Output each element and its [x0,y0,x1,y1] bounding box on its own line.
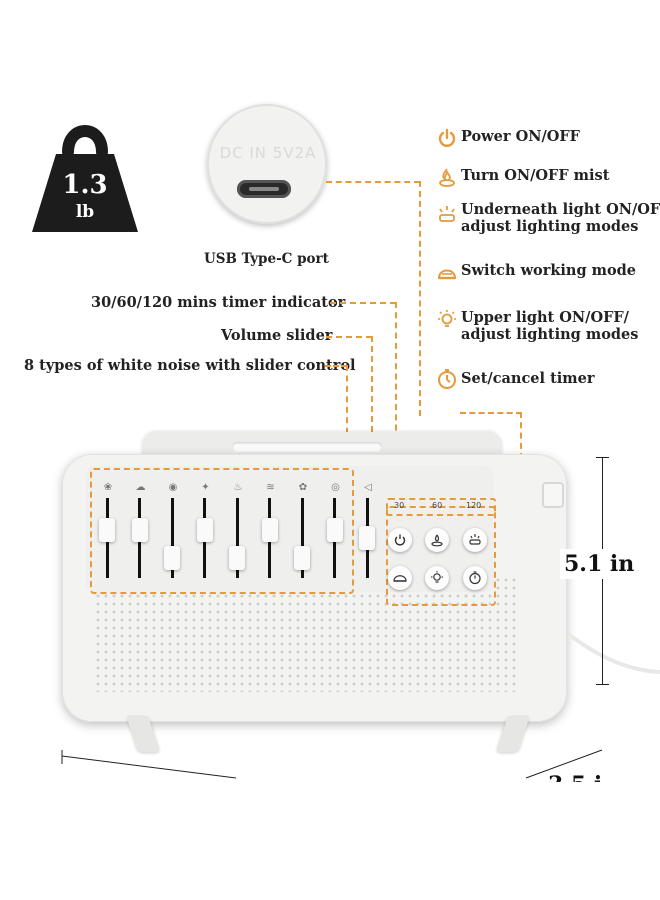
working-mode-button[interactable] [388,566,412,590]
usb-c-contact [249,187,279,191]
volume-slider-label: Volume slider [221,327,333,344]
leader-volume-h [326,336,372,338]
mist-button-icon [431,534,443,547]
feature-mist-label: Turn ON/OFF mist [461,167,610,184]
usb-port-closeup: DC IN 5V2A [207,104,327,224]
upper-light-icon [438,310,456,327]
sound-slider-track [170,498,174,578]
power-cord [566,632,660,674]
feature-underneath-light-label-line2: adjust lighting modes [461,218,639,235]
sound-slider-knob[interactable] [131,517,148,542]
width-dimension-label: 3.5 i [548,774,602,782]
fire-icon: ♨ [233,482,243,493]
port-embossed-text: DC IN 5V2A [219,144,317,162]
leader-noise-v [346,365,348,465]
feature-underneath-light-label-line1: Underneath light ON/OFF/ [461,201,660,218]
sound-slider-knob[interactable] [229,545,245,570]
sound-slider-knob[interactable] [99,517,115,542]
leader-port-h [326,181,420,183]
sound-slider-knob[interactable] [326,517,343,542]
speaker-grille [94,576,518,692]
height-dimension-label: 5.1 in [560,549,639,579]
bird-icon: ✦ [201,482,210,493]
underneath-light-button-icon [469,534,481,545]
mist-icon [439,168,455,187]
leader-timer-v [395,302,397,502]
upper-light-button-icon [431,571,443,583]
timer-indicator-label: 30/60/120 mins timer indicator [91,294,346,311]
underneath-light-button[interactable] [463,528,487,552]
feature-working-mode-label: Switch working mode [461,262,637,279]
timer-icon [438,369,456,389]
port-caption: USB Type-C port [204,251,329,267]
cloud-icon: ☁ [135,482,146,493]
kettlebell-weight-icon [32,125,138,232]
upper-light-button[interactable] [425,566,449,590]
ocean-icon: ◎ [331,482,340,493]
feature-timer-label: Set/cancel timer [461,370,595,387]
height-dimension-cap-bottom [596,684,609,685]
feature-power-label: Power ON/OFF [461,128,580,145]
frog-icon: ✿ [298,482,308,493]
buttons-highlight-box [386,506,496,606]
timer-120-label: 120 [466,501,482,510]
volume-slider-knob[interactable] [359,526,375,550]
mist-button[interactable] [425,528,449,552]
white-noise-label: 8 types of white noise with slider contr… [24,357,356,374]
timer-30-label: 30 [394,501,405,510]
wind-icon: ≋ [266,482,275,493]
timer-button-icon [469,571,481,585]
eye-icon: ◉ [168,482,178,493]
power-icon [438,128,456,147]
leader-timer-h [330,302,396,304]
height-dimension-cap-top [596,457,609,458]
sound-slider-knob[interactable] [261,517,278,542]
leader-port-v [419,181,421,416]
side-handle [542,482,564,508]
volume-icon: ◁ [364,482,372,493]
width-dimension-lines [61,749,603,779]
feature-upper-light-label-line2: adjust lighting modes [461,326,639,343]
device: ❀ ☁ ◉ ✦ ♨ ≋ ✿ ◎ ◁ 30 60 120 [62,420,572,752]
mist-slot [232,442,382,452]
weight-badge: 1.3 lb [30,118,140,236]
sound-slider-track [300,498,304,578]
timer-highlight-box [386,498,496,516]
sound-slider-knob[interactable] [294,545,310,570]
leader-volume-v [371,336,373,502]
working-mode-icon [437,269,457,280]
weight-value: 1.3 [62,170,108,200]
timer-button[interactable] [463,566,487,590]
sliders-highlight-box [90,468,354,594]
leader-noise-h [325,365,347,367]
fan-icon: ❀ [103,482,113,493]
sound-slider-knob[interactable] [196,517,213,542]
leader-buttons-h [460,412,522,414]
power-button-icon [394,534,406,546]
sound-slider-knob[interactable] [164,545,180,570]
sound-slider-track [235,498,239,578]
timer-60-label: 60 [432,501,443,510]
feature-upper-light-label-line1: Upper light ON/OFF/ [461,309,629,326]
underneath-light-icon [439,206,455,222]
power-button[interactable] [388,528,412,552]
working-mode-button-icon [393,575,407,582]
weight-unit: lb [75,202,95,222]
